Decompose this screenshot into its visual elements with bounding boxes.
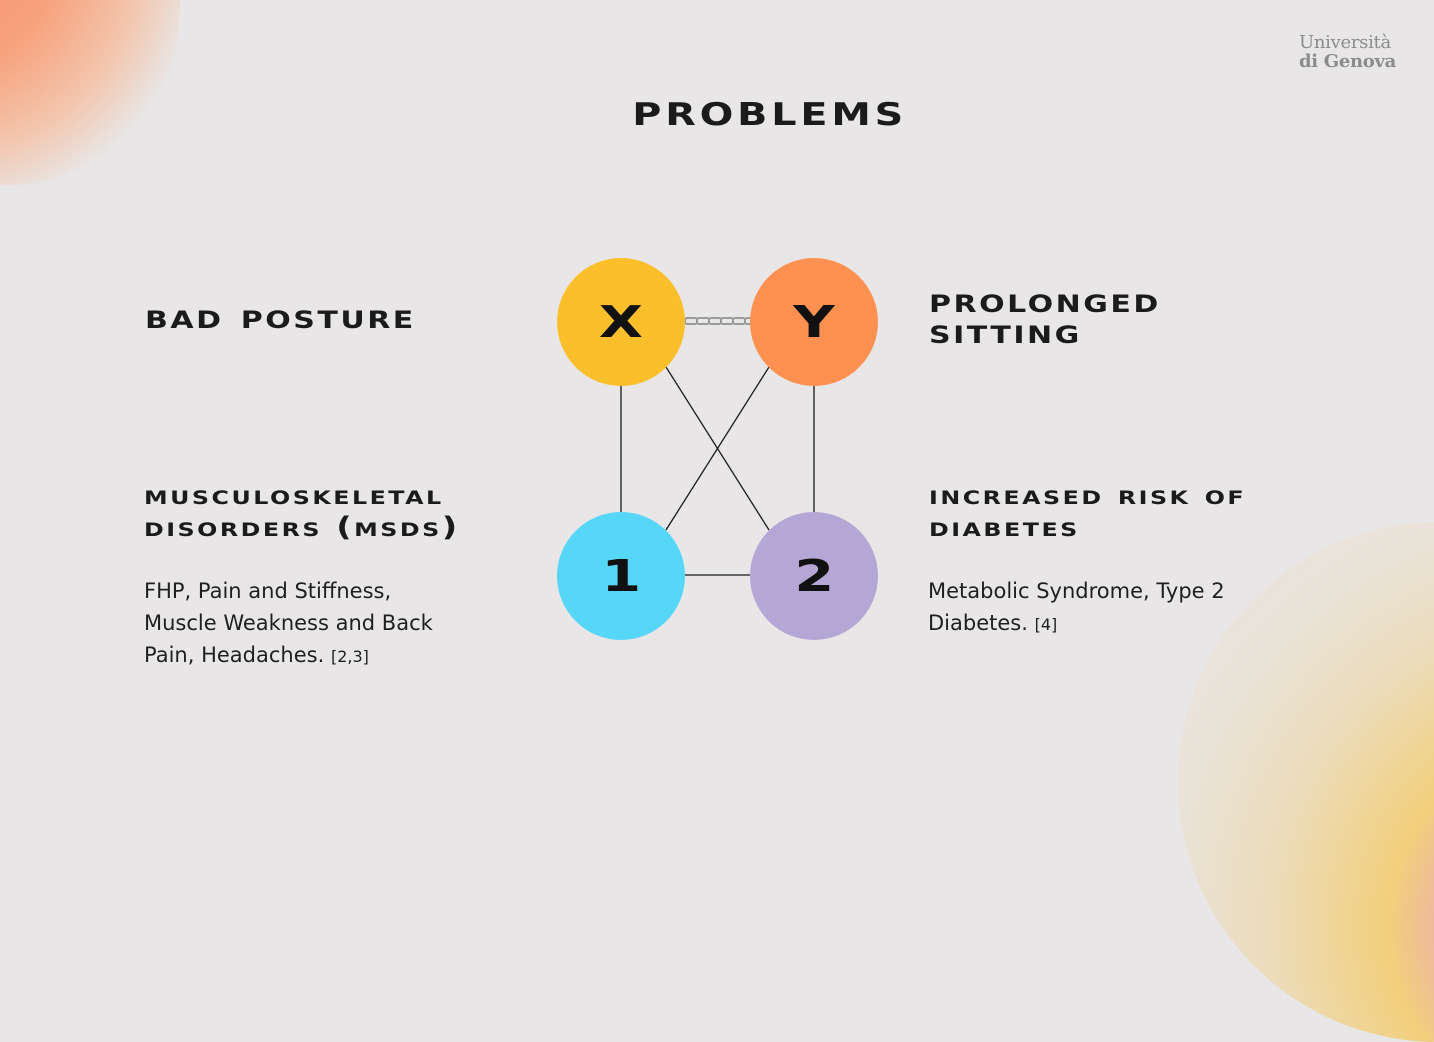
slide-title: Problems [632, 85, 908, 136]
cause-y-heading: Prolonged sitting [929, 281, 1161, 352]
effect-1-heading-line-2: Disorders (MSDs) [144, 512, 460, 543]
effect-1-heading-line-1: Musculoskeletal [144, 480, 444, 511]
cause-y-line-2: sitting [929, 312, 1082, 352]
logo-line-1: Università [1299, 32, 1391, 53]
effect-2-body-line-2: Diabetes. [928, 611, 1028, 635]
node-2-label: 2 [794, 550, 834, 602]
effect-1-body-line-1: FHP, Pain and Stiffness, [144, 579, 392, 603]
node-1-label: 1 [601, 550, 641, 602]
effect-2-description: Metabolic Syndrome, Type 2 Diabetes. [4] [928, 575, 1225, 641]
effect-2-heading-line-2: Diabetes [929, 512, 1080, 543]
chain-link-icon [684, 317, 754, 325]
effect-2-heading-line-1: Increased Risk of [929, 480, 1247, 511]
node-x: X [557, 258, 685, 386]
effect-1-heading: Musculoskeletal Disorders (MSDs) [144, 480, 460, 544]
effect-1-description: FHP, Pain and Stiffness, Muscle Weakness… [144, 575, 433, 673]
effect-1-citation: [2,3] [330, 647, 369, 666]
effect-1-body-line-3: Pain, Headaches. [144, 643, 325, 667]
edge-x-2 [665, 366, 770, 531]
node-y: Y [750, 258, 878, 386]
cause-y-line-1: Prolonged [929, 281, 1161, 321]
node-x-label: X [598, 296, 644, 348]
logo-line-2: di Genova [1299, 51, 1397, 72]
effect-1-body-line-2: Muscle Weakness and Back [144, 611, 433, 635]
effect-2-heading: Increased Risk of Diabetes [929, 480, 1246, 544]
node-2: 2 [750, 512, 878, 640]
node-y-label: Y [793, 296, 835, 348]
decorative-gradient-top-left [0, 0, 180, 185]
effect-2-citation: [4] [1034, 615, 1058, 634]
edge-y-1 [665, 366, 770, 531]
university-logo: Università di Genova [1299, 33, 1409, 71]
cause-x-heading: Bad posture [145, 300, 416, 334]
cause-x-label: Bad posture [145, 297, 416, 337]
node-1: 1 [557, 512, 685, 640]
effect-2-body-line-1: Metabolic Syndrome, Type 2 [928, 579, 1225, 603]
